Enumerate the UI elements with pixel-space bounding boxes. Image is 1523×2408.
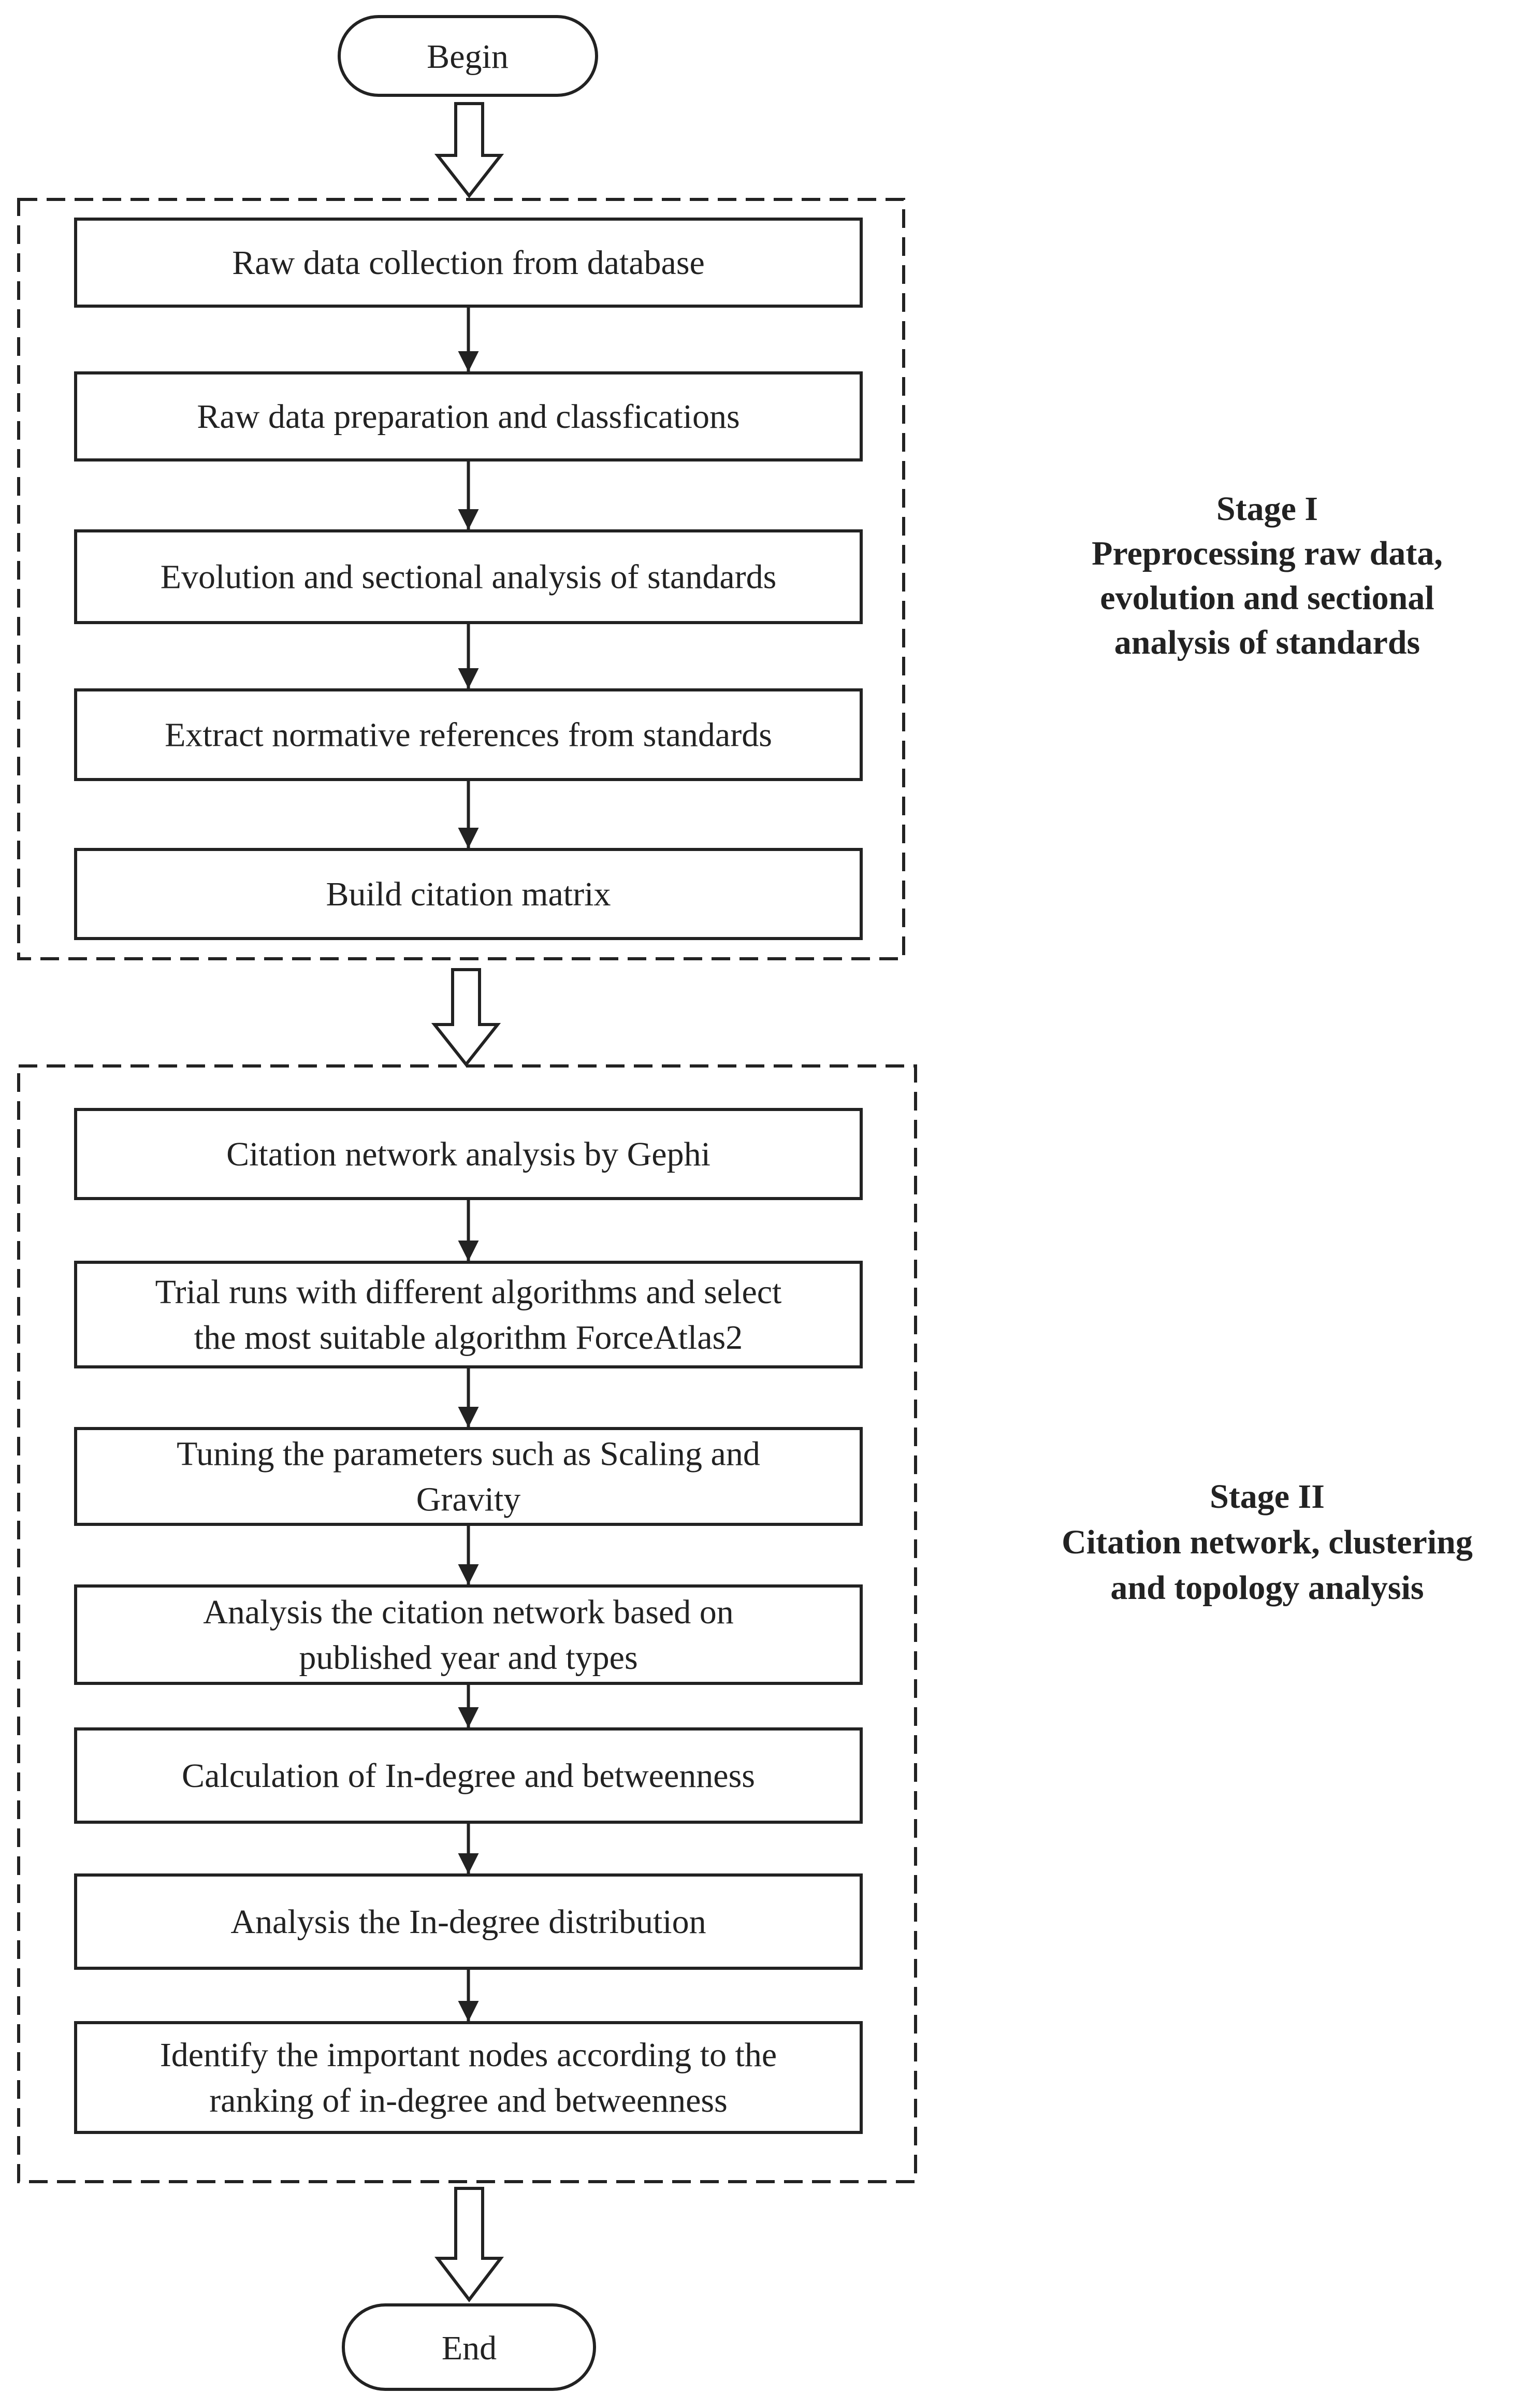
begin-label: Begin [427, 38, 509, 76]
block-arrow-stage1-to-stage2 [431, 968, 501, 1067]
stage1-step-label-4: Extract normative references from standa… [165, 716, 772, 754]
stage2-step-3-line-1: Tuning the parameters such as Scaling an… [177, 1435, 760, 1473]
stage2-description-line-1: Citation network, clustering [1062, 1523, 1473, 1561]
stage2-step-label-2: Trial runs with different algorithms and… [155, 1273, 782, 1357]
stage1-step-5-line-1: Build citation matrix [326, 875, 611, 913]
stage2-step-box-6 [74, 1873, 863, 1970]
stage2-step-3-line-2: Gravity [416, 1481, 521, 1519]
stage2-step-box-7 [74, 2021, 863, 2134]
stage1-step-4-line-1: Extract normative references from standa… [165, 716, 772, 754]
stage1-step-box-5 [74, 848, 863, 940]
stage2-step-label-5: Calculation of In-degree and betweenness [182, 1757, 755, 1795]
stage2-step-2-line-2: the most suitable algorithm ForceAtlas2 [194, 1319, 743, 1357]
end-terminal [342, 2303, 596, 2391]
stage2-step-box-2 [74, 1261, 863, 1368]
begin-terminal [338, 15, 598, 97]
stage2-step-box-5 [74, 1727, 863, 1824]
stage2-step-1-line-1: Citation network analysis by Gephi [226, 1135, 710, 1173]
block-arrow-begin-to-stage1 [434, 102, 504, 198]
stage1-step-2-line-1: Raw data preparation and classfications [197, 398, 739, 436]
stage2-step-label-6: Analysis the In-degree distribution [230, 1903, 706, 1941]
stage2-step-2-line-1: Trial runs with different algorithms and… [155, 1273, 782, 1311]
stage2-heading: Stage II [1210, 1478, 1325, 1516]
stage2-step-6-line-1: Analysis the In-degree distribution [230, 1903, 706, 1941]
stage1-description-line-2: evolution and sectional [1100, 579, 1434, 617]
stage2-container [17, 1064, 917, 2183]
stage2-step-7-line-2: ranking of in-degree and betweenness [209, 2082, 728, 2119]
stage1-heading: Stage I [1216, 490, 1318, 528]
stage1-step-1-line-1: Raw data collection from database [232, 244, 705, 282]
stage1-container [17, 198, 905, 960]
stage2-step-4-line-2: published year and types [299, 1639, 637, 1677]
stage2-step-7-line-1: Identify the important nodes according t… [160, 2036, 777, 2074]
stage2-step-5-line-1: Calculation of In-degree and betweenness [182, 1757, 755, 1795]
stage2-label: Stage II Citation network, clustering and … [1062, 1478, 1473, 1607]
stage1-description-line-1: Preprocessing raw data, [1092, 535, 1443, 572]
stage2-step-4-line-1: Analysis the citation network based on [203, 1593, 734, 1631]
stage2-step-label-1: Citation network analysis by Gephi [226, 1135, 710, 1173]
end-label: End [442, 2329, 497, 2367]
stage2-step-label-3: Tuning the parameters such as Scaling an… [177, 1435, 760, 1519]
stage2-description-line-2: and topology analysis [1110, 1569, 1424, 1607]
stage1-step-box-2 [74, 371, 863, 462]
stage2-steps: Citation network analysis by GephiTrial … [74, 1108, 863, 2134]
block-arrow-stage2-to-end [434, 2187, 504, 2302]
stage2-step-label-4: Analysis the citation network based on pu… [203, 1593, 734, 1677]
stage2-step-box-1 [74, 1108, 863, 1200]
stage1-label: Stage I Preprocessing raw data, evolution … [1092, 490, 1443, 661]
stage2-step-box-3 [74, 1427, 863, 1526]
stage2-step-label-7: Identify the important nodes according t… [160, 2036, 777, 2119]
stage1-step-label-3: Evolution and sectional analysis of stan… [161, 558, 777, 596]
stage1-step-box-1 [74, 218, 863, 308]
stage1-step-label-2: Raw data preparation and classfications [197, 398, 739, 436]
stage1-step-label-5: Build citation matrix [326, 875, 611, 913]
stage2-step-box-4 [74, 1584, 863, 1685]
stage1-step-3-line-1: Evolution and sectional analysis of stan… [161, 558, 777, 596]
stage1-description-line-3: analysis of standards [1114, 624, 1420, 661]
stage1-step-label-1: Raw data collection from database [232, 244, 705, 282]
